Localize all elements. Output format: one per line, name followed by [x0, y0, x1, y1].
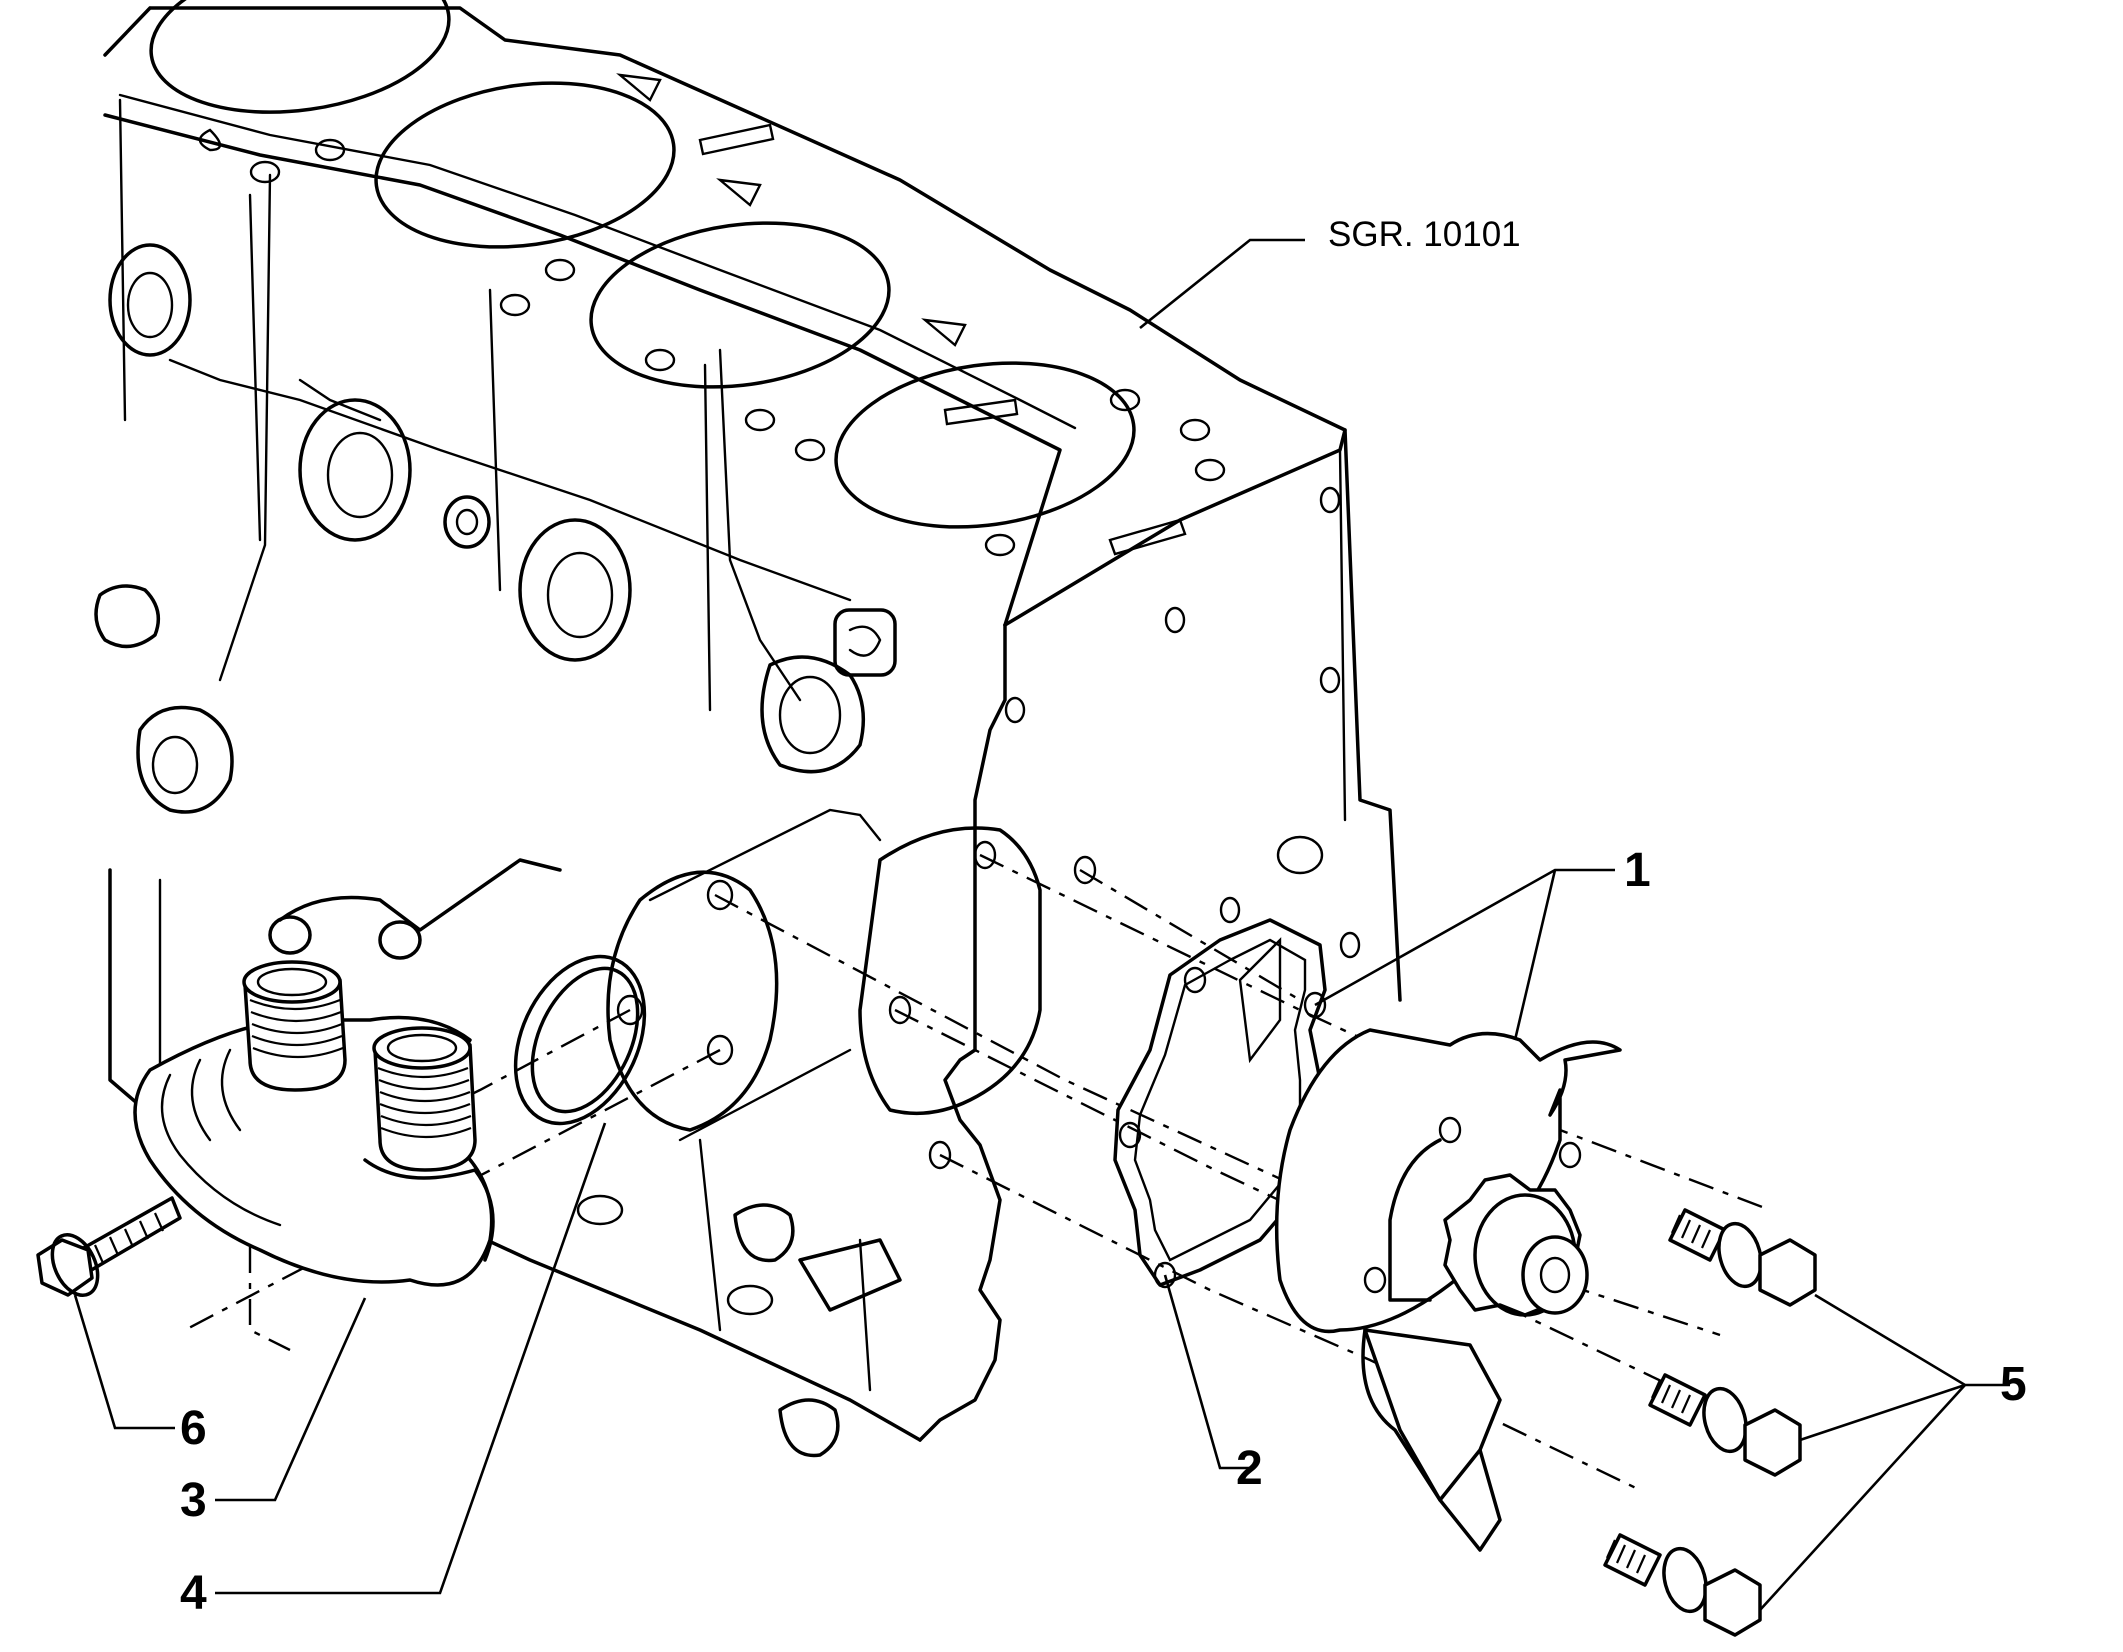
- bolt-5-middle: [1648, 1373, 1802, 1477]
- leader-lines: [73, 238, 2010, 1611]
- bolt-5-upper: [1668, 1208, 1817, 1307]
- part-3-outlet-housing: [133, 960, 495, 1287]
- callout-3: 3: [180, 1474, 207, 1527]
- callout-1: 1: [1624, 844, 1651, 897]
- callout-4: 4: [180, 1567, 207, 1620]
- engine-block: [94, 0, 1402, 1458]
- reference-label: SGR. 10101: [1328, 215, 1521, 254]
- labels: SGR. 10101 1 2 3 4 5 6: [180, 215, 2027, 1620]
- callout-2: 2: [1236, 1442, 1263, 1495]
- part-4-seal-ring: [513, 954, 647, 1126]
- part-1-water-pump: [1274, 1028, 1622, 1552]
- part-5-bolts: [1603, 1208, 1817, 1637]
- part-6-flanged-bolt: [36, 1196, 182, 1297]
- bolt-5-lower: [1603, 1533, 1762, 1637]
- part-2-gasket: [1113, 918, 1327, 1289]
- callout-5: 5: [2000, 1358, 2027, 1411]
- core-plugs: [108, 243, 866, 774]
- callout-6: 6: [180, 1402, 207, 1455]
